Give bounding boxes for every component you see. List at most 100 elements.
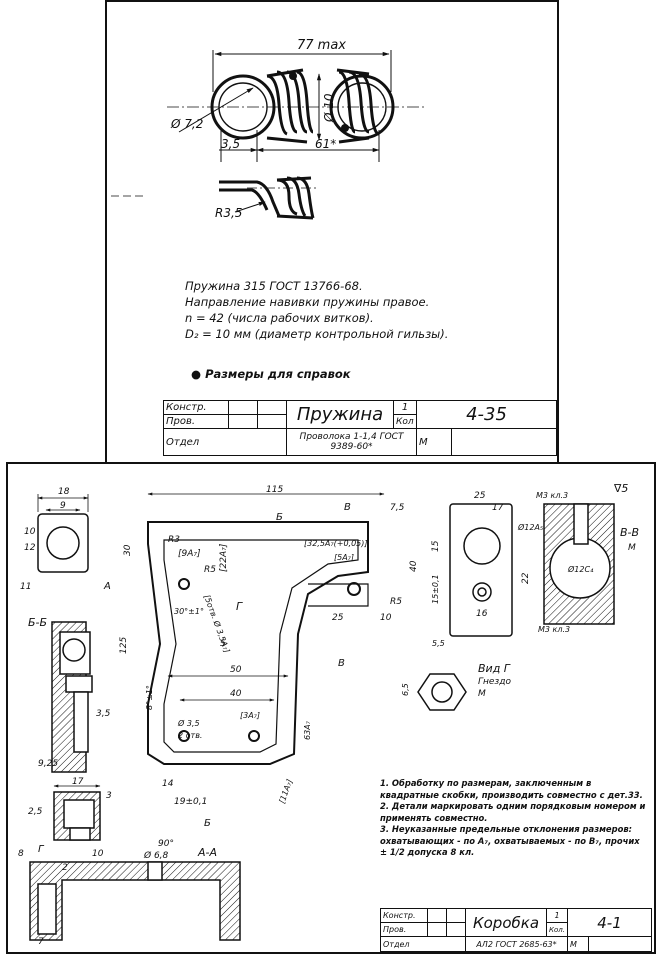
spring-mark-dot [289, 72, 297, 80]
thread-m3-top: М3 кл.3 [536, 491, 568, 500]
dim-5: 5 [220, 639, 226, 649]
section-b-marker-bottom: Б [204, 818, 211, 829]
dim-5-5: 5,5 [432, 639, 445, 648]
dim-25b: 25 [332, 613, 344, 623]
dim-11a: [11А₇] [277, 778, 294, 805]
dim-77-label: 77 max [297, 38, 346, 53]
dim-3-5: 3,5 [96, 709, 111, 719]
dim-30: 30 [123, 544, 133, 556]
note-line: 3. Неуказанные предельные отклонения раз… [380, 824, 640, 857]
dim-12a: Ø12А₅ [517, 522, 543, 532]
view-g-mark: Г [236, 600, 243, 613]
spring-mark-dot [341, 124, 349, 132]
dim-40b: 40 [230, 689, 242, 699]
dim-18: 18 [58, 487, 70, 497]
dim-8: 8 [18, 849, 24, 859]
dim-5a: [5А₇] [334, 553, 354, 562]
part-code: 4-1 [567, 908, 652, 937]
dim-9: 9 [60, 501, 66, 511]
spring-drawing: 77 max Ø 10 Ø 7,2 3,5 61* R3,5 [111, 38, 427, 220]
dim-22: 22 [521, 572, 531, 584]
dim-125: 125 [119, 637, 129, 654]
spring-coils [266, 68, 380, 144]
thread-m3-bottom: М3 кл.3 [538, 625, 570, 634]
note-line: Направление навивки пружины правое. [185, 295, 430, 309]
gnezdo-m: М [478, 689, 486, 699]
qty-label: Кол. [546, 922, 568, 937]
dim-10b: 10 [92, 849, 104, 859]
dim-6-5: 6,5 [401, 683, 410, 696]
main-frame-part [147, 521, 369, 765]
material: АЛ2 ГОСТ 2685-63* [465, 936, 568, 952]
drawing-sheet-spring: 77 max Ø 10 Ø 7,2 3,5 61* R3,5 [105, 0, 559, 466]
dim-12b: Ø12С₄ [567, 564, 594, 574]
view-side-top-left [37, 494, 89, 573]
drawing-sheet-box: 18 9 12 10 11 А Б-Б 3,5 9,25 17 3 2,5 Г … [6, 462, 656, 954]
dim-90deg: 90° [158, 839, 174, 849]
dim-r5: R5 [204, 565, 216, 575]
tb-row-label: Констр. [163, 400, 229, 415]
section-bb-label: Б-Б [28, 616, 47, 629]
view-g-label: Г [38, 844, 45, 855]
dim-hook-dia-label: Ø 7,2 [170, 117, 203, 131]
tb-row-label: Пров. [380, 922, 428, 937]
view-right-block [449, 503, 513, 637]
spring-notes: Пружина 315 ГОСТ 13766-68. Направление н… [185, 278, 448, 342]
dim-9a: [9А₇] [178, 549, 201, 559]
title-block-spring: Констр. Пружина 1 4-35 Пров. Кол Отдел П… [163, 400, 557, 456]
section-vv-m: М [628, 543, 636, 553]
note-line: n = 42 (числа рабочих витков). [185, 311, 374, 325]
view-a-label: А [103, 581, 111, 592]
dim-15t: 15±0,1 [431, 574, 440, 604]
dim-r5b: R5 [390, 597, 402, 607]
part-name: Коробка [465, 908, 547, 937]
box-notes: 1. Обработку по размерам, заключенным в … [380, 778, 648, 859]
dim-bottom [219, 130, 380, 162]
section-aa-label: А-А [197, 846, 217, 859]
dim-25: 25 [474, 491, 486, 501]
dim-10c: 10 [380, 613, 392, 623]
spring-hook-detail [219, 176, 315, 220]
note-line: D₂ = 10 мм (диаметр контрольной гильзы). [185, 327, 449, 341]
dim-inner-dia-label: Ø 10 [322, 93, 336, 123]
section-vv-label: В-В [620, 526, 639, 539]
section-v-marker: В [344, 502, 351, 513]
dim-12: 12 [24, 543, 36, 553]
vid-g-label: Вид Г [478, 662, 511, 675]
dim-body-label: 61* [315, 137, 336, 151]
dim-2: 2 [62, 863, 68, 873]
dim-17: 17 [72, 777, 84, 787]
gnezdo-label: Гнездо [478, 677, 511, 687]
mark: М [416, 428, 452, 456]
tb-row-label: Констр. [380, 908, 428, 923]
dim-bend-radius-label: R3,5 [215, 206, 242, 220]
qty-label: Кол [393, 414, 417, 429]
section-bb [51, 621, 93, 773]
dim-angle-30: 30°±1° [174, 607, 204, 616]
dim-40: 40 [409, 560, 419, 572]
dim-angle-8: 8°±1° [145, 685, 154, 710]
dim-bend-radius [234, 201, 266, 213]
dim-19: 19±0,1 [174, 797, 207, 807]
title-block-box: Констр. Коробка 1 4-1 Пров. Кол. Отдел А… [380, 908, 652, 952]
dim-holes: 2 отв. [178, 731, 202, 740]
tb-row-label: Пров. [163, 414, 229, 429]
part-name: Пружина [286, 400, 394, 429]
dim-50: 50 [230, 665, 242, 675]
tb-row-label: Отдел [163, 428, 287, 456]
dim-r3: R3 [168, 535, 180, 545]
dim-22a: [22А₇] [219, 543, 229, 572]
section-v-marker-bottom: В [338, 658, 345, 669]
dim-3-5-dia: Ø 3,5 [177, 718, 200, 728]
mark: М [567, 936, 589, 952]
dim-115: 115 [266, 485, 283, 495]
dim-hook-dia [178, 87, 254, 133]
dim-15: 15 [431, 540, 441, 552]
bullet-icon: ● [191, 367, 202, 381]
dim-2-5: 2,5 [28, 807, 43, 817]
reference-note-text: Размеры для справок [205, 367, 351, 381]
dim-14: 14 [162, 779, 174, 789]
view-g-nut [417, 673, 467, 711]
dim-11: 11 [20, 582, 31, 592]
dim-32-5: [32,5А₇(+0,05)] [304, 539, 368, 548]
